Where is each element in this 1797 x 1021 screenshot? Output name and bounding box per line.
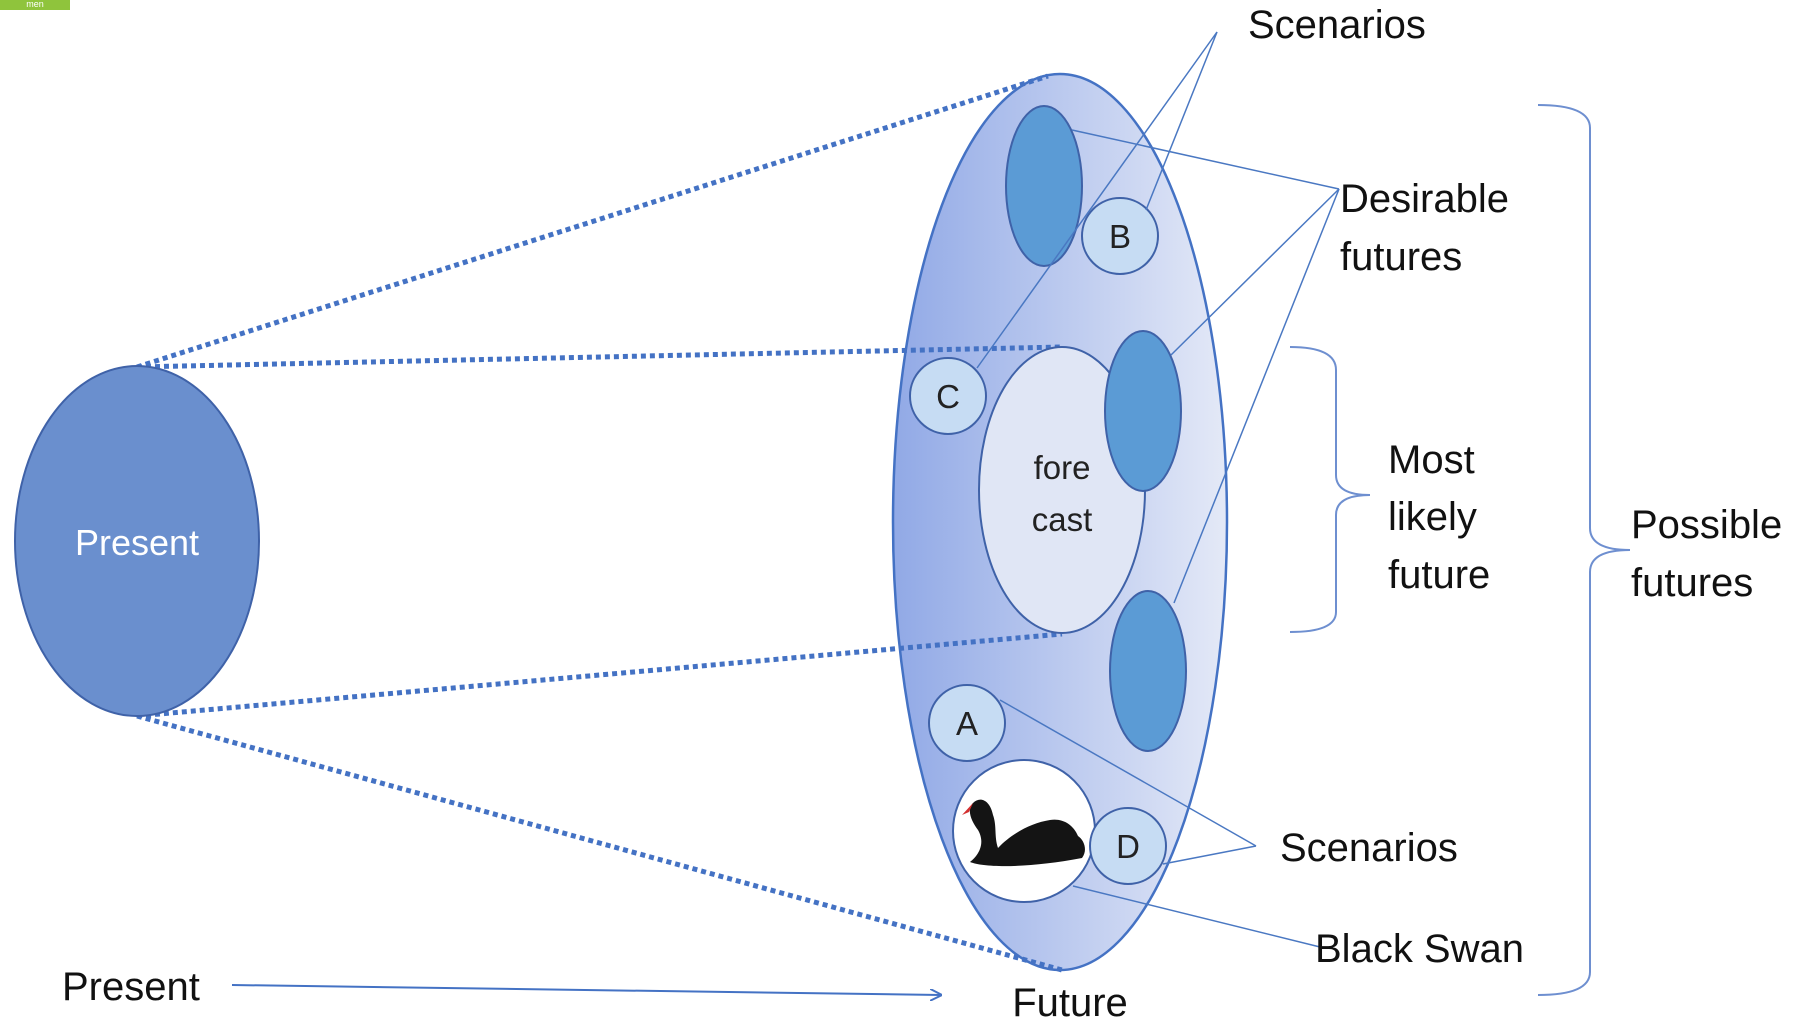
cone-line-top-outer xyxy=(136,73,1049,370)
scenario-circle-d: D xyxy=(1089,807,1167,885)
label-most-line3: future xyxy=(1388,553,1490,597)
scenario-circle-b: B xyxy=(1081,197,1159,275)
label-possible-line1: Possible xyxy=(1631,503,1782,547)
scenario-b-label: B xyxy=(1109,218,1131,255)
label-desirable-line1: Desirable xyxy=(1340,177,1509,221)
forecast-label-line2: cast xyxy=(1032,501,1093,538)
bracket-possible xyxy=(1537,104,1631,996)
scenario-a-label: A xyxy=(956,705,978,742)
label-scenarios-bottom: Scenarios xyxy=(1280,826,1458,870)
cone-line-bottom-outer xyxy=(136,713,1063,973)
connector-scenarios-bottom-d xyxy=(1162,845,1257,865)
label-black-swan: Black Swan xyxy=(1315,927,1524,971)
black-swan-icon xyxy=(962,799,1085,867)
connector-scenarios-top-b xyxy=(1145,31,1218,211)
connector-desirable-1 xyxy=(1071,129,1340,190)
cone-line-bottom-inner xyxy=(136,631,1063,719)
time-axis-arrow xyxy=(231,984,941,995)
label-possible-line2: futures xyxy=(1631,561,1753,605)
axis-end-label: Future xyxy=(1012,981,1128,1021)
present-node-label: Present xyxy=(75,522,199,563)
forecast-label-line1: fore xyxy=(1034,449,1091,486)
present-node xyxy=(14,365,260,717)
connector-scenarios-top-c xyxy=(976,31,1218,369)
scenario-d-label: D xyxy=(1116,828,1140,865)
connector-lines xyxy=(976,31,1340,948)
axis-start-label: Present xyxy=(62,965,200,1009)
connector-scenarios-bottom-a xyxy=(999,699,1257,847)
connector-desirable-3 xyxy=(1173,188,1340,604)
desirable-future-3 xyxy=(1109,590,1187,752)
connector-desirable-2 xyxy=(1170,188,1340,356)
scenario-c-label: C xyxy=(936,378,960,415)
label-most-line1: Most xyxy=(1388,438,1475,482)
label-scenarios-top: Scenarios xyxy=(1248,3,1426,47)
bracket-most-likely xyxy=(1289,346,1371,633)
scenario-circle-a: A xyxy=(928,684,1006,762)
cone-lines xyxy=(136,73,1063,973)
cone-line-top-inner xyxy=(136,344,1063,370)
label-most-line2: likely xyxy=(1388,495,1477,539)
desirable-future-2 xyxy=(1104,330,1182,492)
desirable-future-1 xyxy=(1005,105,1083,267)
connector-black-swan xyxy=(1072,885,1321,948)
label-desirable-line2: futures xyxy=(1340,235,1462,279)
corner-tag: men xyxy=(0,0,70,10)
scenario-circle-c: C xyxy=(909,357,987,435)
